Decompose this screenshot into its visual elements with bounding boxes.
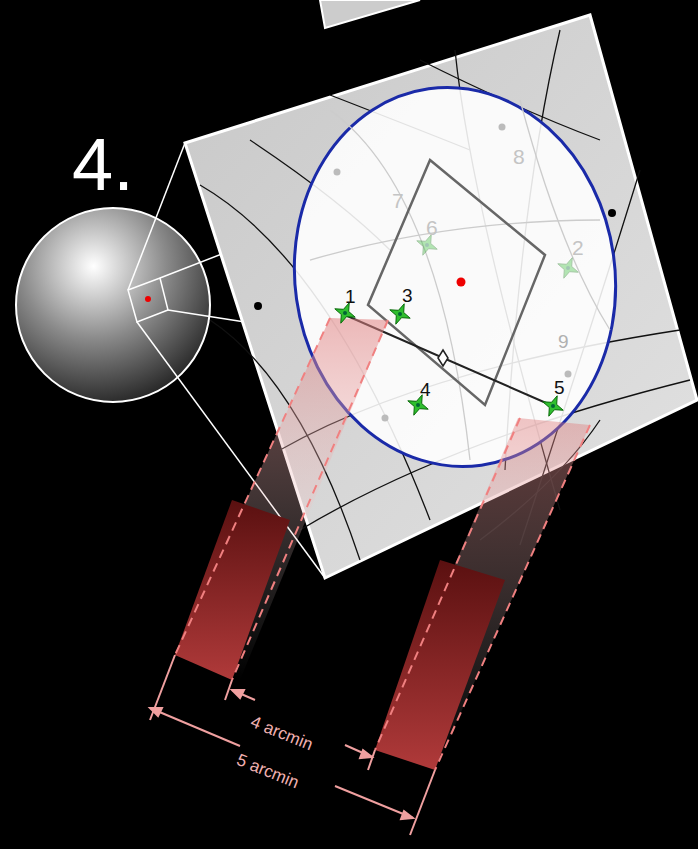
star-marker [390,304,410,324]
sphere [16,208,210,402]
upper-panel [320,0,420,28]
callout-number: 2 [572,237,584,258]
band-fade [175,318,388,680]
slit-band [375,560,505,770]
callout-number: 4 [420,380,431,399]
dashed-guides [175,318,590,770]
star-markers [335,235,578,416]
slit-band [175,500,290,680]
band-fade [375,418,590,770]
callout-number: 3 [402,286,413,305]
field-square [128,278,168,322]
callout-number: 7 [392,190,404,211]
dimension-lines [150,655,435,835]
faint-grid [310,100,610,460]
callout-number: 1 [345,287,356,306]
callout-number: 9 [558,332,569,351]
callout-number: 6 [426,217,438,238]
dimension-label: 5 arcmin [232,750,304,792]
star-marker [558,258,578,278]
dimension-label: 4 arcmin [246,712,318,754]
star-marker [543,396,563,416]
callout-number: 8 [513,146,525,167]
callout-number: 5 [554,378,565,397]
detector-square [368,160,545,405]
slit-center [438,350,448,366]
center-dot [145,296,151,302]
pointing-center [457,278,466,287]
figure-number: 4. [72,128,134,202]
